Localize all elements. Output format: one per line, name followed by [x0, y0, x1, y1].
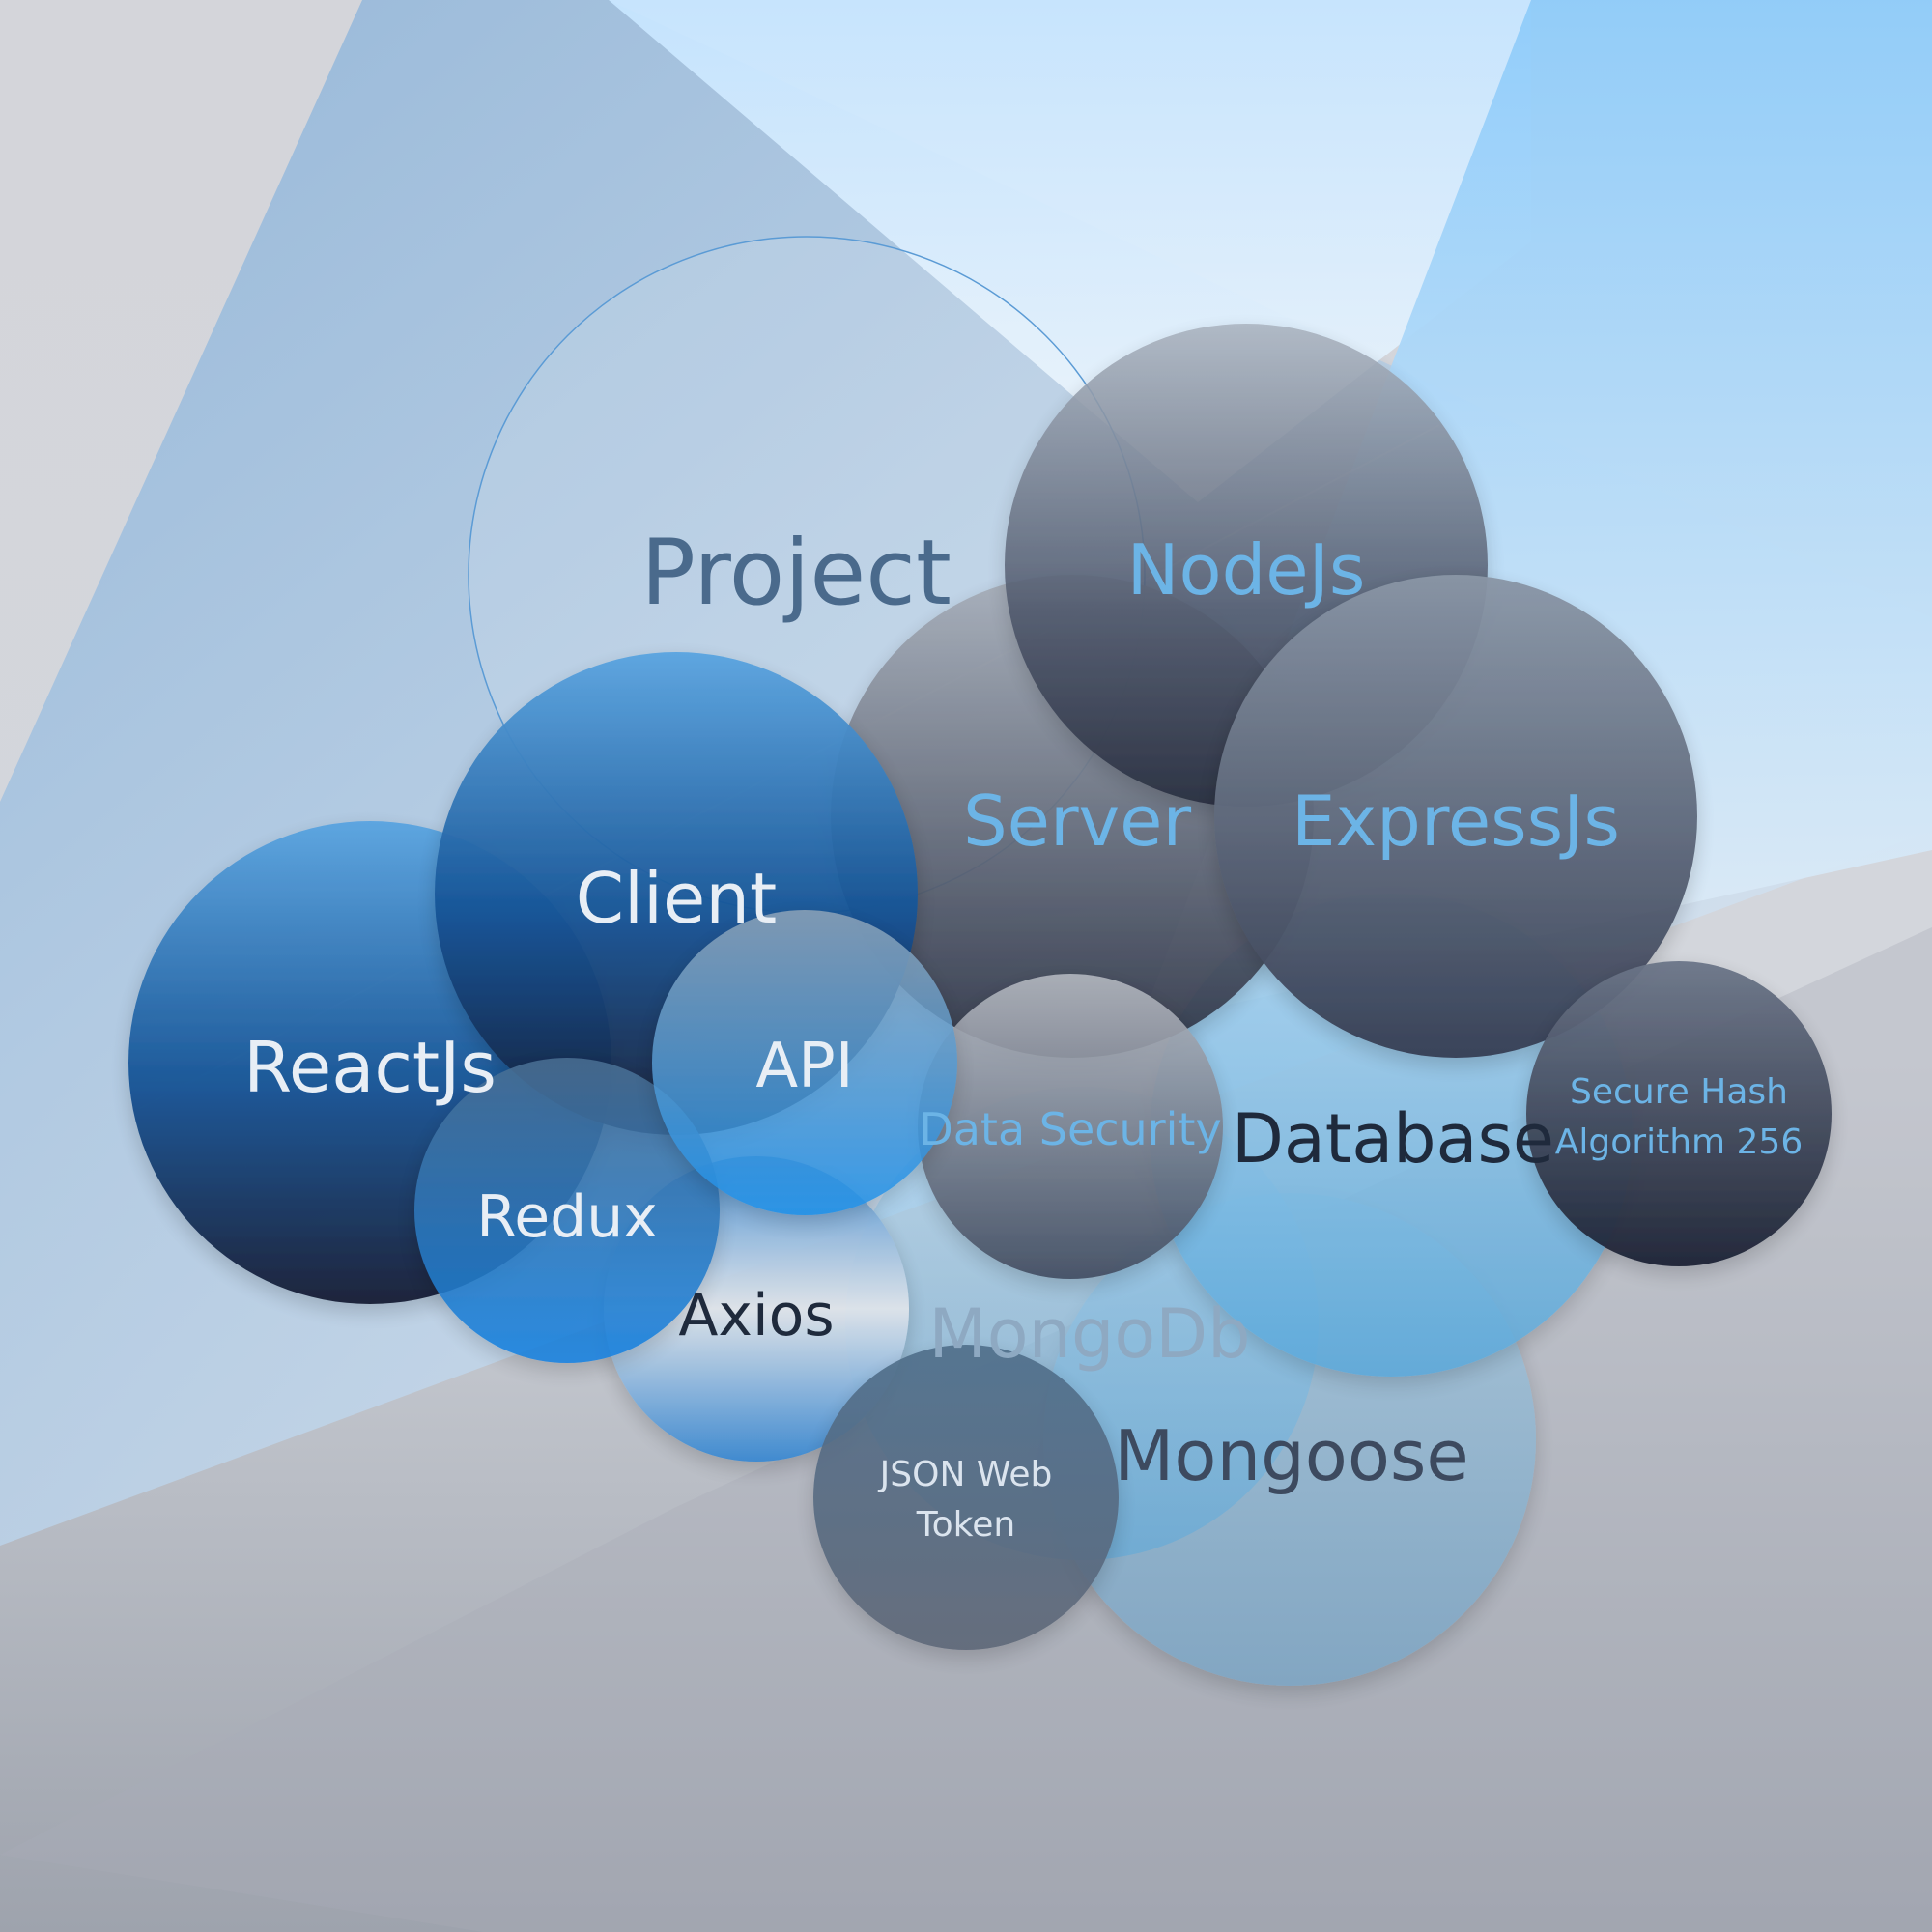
reactjs-label: ReactJs — [243, 1027, 497, 1108]
client-label: Client — [576, 858, 777, 939]
expressjs-bubble[interactable] — [1214, 575, 1697, 1058]
jwt-bubble[interactable] — [813, 1345, 1119, 1650]
sha256-bubble[interactable] — [1526, 961, 1832, 1266]
data-security-label: Data Security — [919, 1103, 1221, 1155]
sha256-label-line1: Secure Hash — [1570, 1072, 1788, 1112]
sha256-label-line2: Algorithm 256 — [1555, 1122, 1803, 1162]
project-label: Project — [640, 521, 952, 626]
mongodb-label: MongoDb — [928, 1294, 1250, 1374]
mongoose-label: Mongoose — [1114, 1415, 1468, 1496]
server-label: Server — [963, 781, 1192, 862]
data-security-bubble[interactable] — [918, 974, 1223, 1279]
nodejs-label: NodeJs — [1127, 529, 1366, 611]
axios-label: Axios — [678, 1282, 834, 1350]
jwt-label-line2: Token — [916, 1505, 1015, 1545]
jwt-label-line1: JSON Web — [878, 1455, 1053, 1494]
redux-label: Redux — [476, 1183, 658, 1251]
redux-bubble[interactable] — [414, 1058, 720, 1363]
api-label: API — [755, 1031, 853, 1102]
database-label: Database — [1232, 1099, 1554, 1179]
expressjs-label: ExpressJs — [1292, 781, 1620, 862]
api-bubble[interactable] — [652, 910, 957, 1215]
